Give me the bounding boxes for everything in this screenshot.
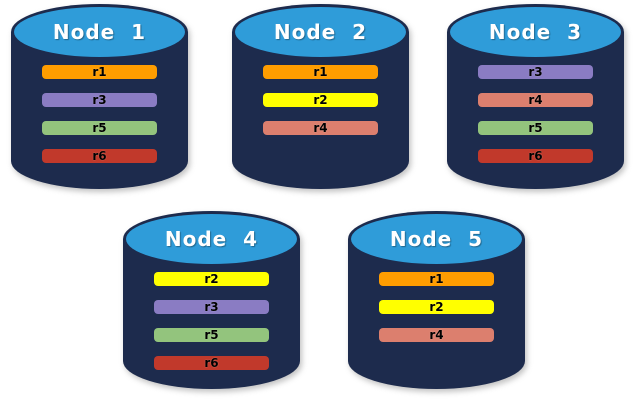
- node-label: Node 1: [52, 20, 147, 44]
- replica-bar-r2: r2: [379, 300, 494, 314]
- node-label: Node 4: [164, 227, 259, 251]
- replica-bar-r2: r2: [154, 272, 269, 286]
- replica-bar-r3: r3: [478, 65, 593, 79]
- cylinder-top: Node 4: [126, 214, 297, 264]
- replica-bar-r6: r6: [154, 356, 269, 370]
- replica-list: r3 r4 r5 r6: [447, 65, 624, 163]
- replica-bar-r3: r3: [154, 300, 269, 314]
- replica-bar-r5: r5: [42, 121, 157, 135]
- replica-list: r1 r2 r4: [348, 272, 525, 342]
- cylinder-top: Node 2: [235, 7, 406, 57]
- replica-list: r2 r3 r5 r6: [123, 272, 300, 370]
- replica-bar-r4: r4: [263, 121, 378, 135]
- replica-bar-r1: r1: [263, 65, 378, 79]
- node-label: Node 2: [273, 20, 368, 44]
- replica-bar-r3: r3: [42, 93, 157, 107]
- node-cylinder-5: Node 5 r1 r2 r4: [348, 211, 525, 389]
- replica-bar-r2: r2: [263, 93, 378, 107]
- node-cylinder-3: Node 3 r3 r4 r5 r6: [447, 4, 624, 189]
- cylinder-top: Node 3: [450, 7, 621, 57]
- cylinder-top: Node 1: [14, 7, 185, 57]
- replica-bar-r5: r5: [154, 328, 269, 342]
- node-cylinder-4: Node 4 r2 r3 r5 r6: [123, 211, 300, 389]
- node-cylinder-1: Node 1 r1 r3 r5 r6: [11, 4, 188, 189]
- node-label: Node 5: [389, 227, 484, 251]
- replica-list: r1 r2 r4: [232, 65, 409, 135]
- replica-bar-r5: r5: [478, 121, 593, 135]
- replica-list: r1 r3 r5 r6: [11, 65, 188, 163]
- node-label: Node 3: [488, 20, 583, 44]
- replica-bar-r1: r1: [42, 65, 157, 79]
- cylinder-top: Node 5: [351, 214, 522, 264]
- replica-bar-r4: r4: [379, 328, 494, 342]
- replica-bar-r1: r1: [379, 272, 494, 286]
- replica-bar-r6: r6: [42, 149, 157, 163]
- replica-bar-r6: r6: [478, 149, 593, 163]
- replica-bar-r4: r4: [478, 93, 593, 107]
- node-cylinder-2: Node 2 r1 r2 r4: [232, 4, 409, 189]
